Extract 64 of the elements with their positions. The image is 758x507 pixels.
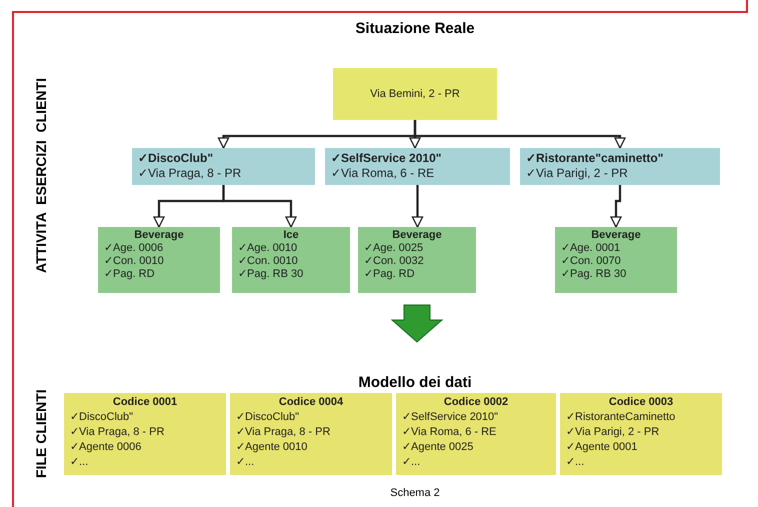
- bullet-item: ✓...: [566, 455, 586, 470]
- bullet-item: ✓Pag. RD: [104, 268, 156, 281]
- bullet-item: ✓Age. 0025: [364, 242, 424, 255]
- activity-box: [358, 227, 476, 293]
- bullet-item: ✓Age. 0010: [238, 242, 298, 255]
- bullet-item: ✓Pag. RD: [364, 268, 416, 281]
- box-heading: Codice 0003: [608, 395, 674, 410]
- bullet-item: ✓DiscoClub": [70, 410, 134, 425]
- bullet-item: ✓...: [70, 455, 90, 470]
- bullet-item: ✓Agente 0025: [402, 440, 474, 455]
- box-heading: Beverage: [133, 229, 185, 242]
- bullet-item: ✓RistoranteCaminetto: [566, 410, 676, 425]
- bullet-item: ✓Pag. RB 30: [561, 268, 628, 281]
- bullet-item: ✓Pag. RB 30: [238, 268, 304, 281]
- bullet-item: ✓Agente 0010: [236, 440, 308, 455]
- section-label: ATTIVITA ESERCIZI CLIENTI: [33, 78, 49, 276]
- section-label: FILE CLIENTI: [33, 388, 49, 480]
- bullet-item: ✓...: [402, 455, 422, 470]
- client-record-box: [396, 393, 556, 475]
- bullet-item: ✓DiscoClub": [236, 410, 300, 425]
- bullet-item: ✓Age. 0001: [561, 242, 622, 255]
- client-box: [325, 148, 510, 185]
- client-name: ✓DiscoClub": [138, 151, 214, 166]
- client-name: ✓Ristorante"caminetto": [526, 151, 664, 166]
- caption: Schema 2: [389, 487, 441, 499]
- bullet-item: ✓...: [236, 455, 256, 470]
- bullet-item: ✓Agente 0006: [70, 440, 142, 455]
- bullet-item: ✓Agente 0001: [566, 440, 638, 455]
- client-name: ✓SelfService 2010": [331, 151, 442, 166]
- client-record-box: [230, 393, 392, 475]
- activity-box: [98, 227, 220, 293]
- company-box: [333, 68, 497, 120]
- arrow: [414, 120, 626, 149]
- bullet-item: ✓Via Parigi, 2 - PR: [566, 425, 660, 440]
- address-text: ✓Via Praga, 8 - PR: [138, 166, 242, 181]
- box-heading: Codice 0001: [112, 395, 178, 410]
- activity-box: [555, 227, 677, 293]
- bullet-item: ✓Con. 0010: [104, 255, 165, 268]
- diagram-title: Situazione Reale: [354, 20, 476, 37]
- box-heading: Beverage: [590, 229, 642, 242]
- bullet-item: ✓Con. 0010: [238, 255, 299, 268]
- bullet-item: ✓SelfService 2010": [402, 410, 500, 425]
- address-text: ✓Via Roma, 6 - RE: [331, 166, 436, 181]
- box-heading: Beverage: [391, 229, 443, 242]
- address-text: Via Bemini, 2 - PR: [369, 88, 461, 101]
- section-heading: Modello dei dati: [357, 374, 473, 391]
- bullet-item: ✓Via Praga, 8 - PR: [70, 425, 166, 440]
- client-box: [520, 148, 720, 185]
- box-heading: Codice 0002: [442, 395, 510, 410]
- box-heading: Codice 0004: [278, 395, 344, 410]
- bullet-item: ✓Via Praga, 8 - PR: [236, 425, 332, 440]
- box-heading: Ice: [282, 229, 300, 242]
- activity-box: [232, 227, 350, 293]
- bullet-item: ✓Con. 0070: [561, 255, 622, 268]
- client-record-box: [560, 393, 722, 475]
- client-box: [132, 148, 315, 185]
- arrow: [222, 185, 297, 228]
- arrow: [412, 185, 424, 228]
- address-text: ✓Via Parigi, 2 - PR: [526, 166, 629, 181]
- bullet-item: ✓Con. 0032: [364, 255, 425, 268]
- client-record-box: [64, 393, 226, 475]
- arrow: [610, 185, 622, 228]
- bullet-item: ✓Age. 0006: [104, 242, 164, 255]
- bullet-item: ✓Via Roma, 6 - RE: [402, 425, 498, 440]
